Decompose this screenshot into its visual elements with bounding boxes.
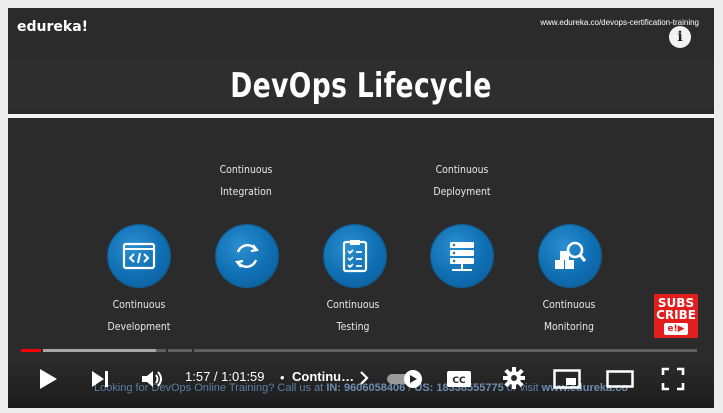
- subscribe-logo: e!▶: [664, 323, 688, 335]
- checklist-icon: [324, 225, 386, 287]
- chapter-separator: •: [280, 370, 285, 385]
- monitoring-magnifier-icon: [539, 225, 601, 287]
- chapter-marker: [192, 349, 194, 352]
- slide-title: DevOps Lifecycle: [230, 66, 492, 106]
- time-display: 1:57 / 1:01:59: [185, 369, 265, 384]
- captions-icon[interactable]: CC: [446, 369, 472, 394]
- progress-bar[interactable]: [21, 349, 697, 352]
- progress-buffered: [21, 349, 157, 352]
- play-icon[interactable]: [38, 368, 58, 395]
- chevron-right-icon[interactable]: [358, 368, 370, 393]
- server-stack-icon: [431, 225, 493, 287]
- player-controls: [8, 360, 714, 408]
- settings-icon[interactable]: [502, 366, 526, 395]
- volume-icon[interactable]: [140, 368, 164, 395]
- code-window-icon: [108, 225, 170, 287]
- cycle-arrows-icon: [216, 225, 278, 287]
- title-divider: [8, 114, 714, 118]
- info-icon[interactable]: i: [669, 26, 691, 48]
- video-frame[interactable]: edureka! www.edureka.co/devops-certifica…: [8, 8, 714, 408]
- brand-logo: edureka!: [17, 19, 89, 35]
- chapter-marker: [41, 349, 43, 352]
- subscribe-button[interactable]: SUBS CRIBE e!▶: [654, 294, 698, 338]
- progress-played: [21, 349, 42, 352]
- miniplayer-icon[interactable]: [553, 369, 581, 394]
- next-icon[interactable]: [90, 369, 110, 394]
- fullscreen-icon[interactable]: [661, 367, 685, 396]
- theater-icon[interactable]: [606, 370, 634, 393]
- autoplay-toggle[interactable]: [386, 370, 426, 393]
- svg-text:CC: CC: [452, 376, 466, 386]
- site-url: www.edureka.co/devops-certification-trai…: [540, 18, 699, 27]
- title-band: [8, 60, 714, 110]
- chapter-marker: [166, 349, 168, 352]
- chapter-title[interactable]: Continu…: [292, 369, 355, 384]
